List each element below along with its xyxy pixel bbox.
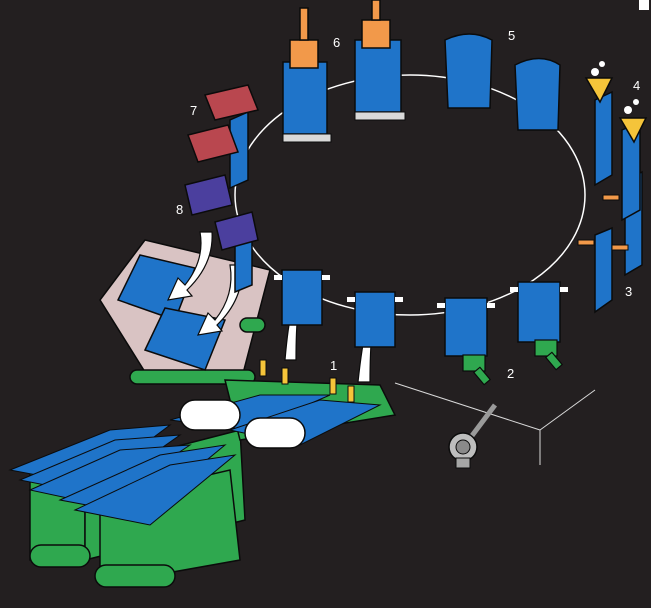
step-label: 5 [508,28,515,43]
pouch-icon [347,292,403,347]
pouch-icon [355,40,405,120]
motor-icon [449,405,495,468]
pouch-icon [595,228,612,312]
pouch-icon [283,62,331,142]
pouch-icon [510,282,568,342]
pouch-icon [445,34,492,108]
step-label: 3 [625,284,632,299]
corner-marker [639,0,649,10]
step-label: 4 [633,78,640,93]
cooling-jaw-icon [185,175,258,250]
step-label: 8 [176,202,183,217]
step-label: 1 [330,358,337,373]
carousel-pouches [230,34,642,356]
step-label: 2 [507,366,514,381]
pouch-icon [274,270,330,325]
pouch-icon [437,298,495,356]
drive-lines [395,383,595,465]
step-label: 6 [333,35,340,50]
pouch-icon [515,59,560,131]
pouch-icon [595,92,612,185]
step-label: 7 [190,103,197,118]
